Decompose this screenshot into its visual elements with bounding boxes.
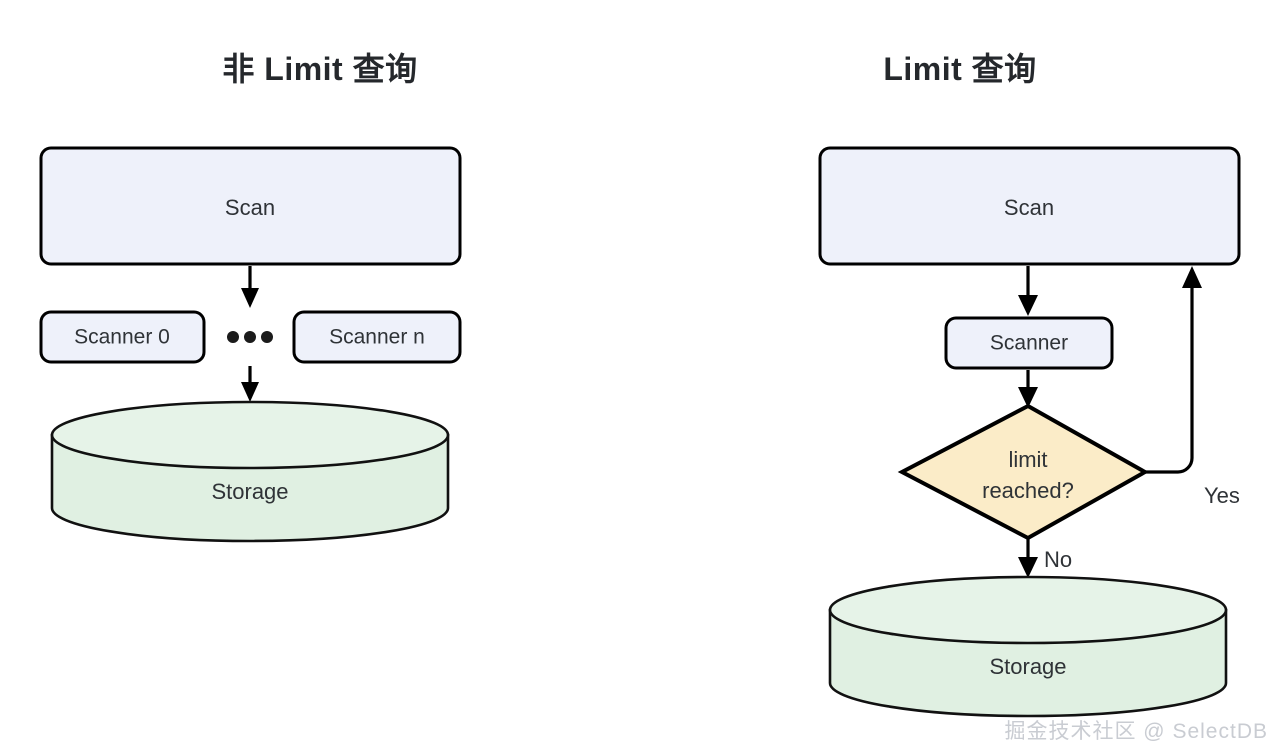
edge-label-no: No — [1044, 547, 1072, 572]
node-storage-right: Storage — [828, 575, 1228, 718]
storage-cylinder-top — [828, 575, 1228, 645]
scanner-n-label: Scanner n — [329, 326, 425, 349]
node-scan-left: Scan — [39, 146, 462, 266]
diagram-non-limit: Scan Scanner 0 Scanner n — [39, 146, 462, 543]
scanner-n-shape — [292, 310, 462, 364]
panel-limit-query: Limit 查询 Scan Scanner limit reached? — [640, 0, 1280, 755]
edge-scanner-to-storage-left — [241, 366, 259, 402]
scanner-0-shape — [39, 310, 206, 364]
scanner-label: Scanner — [990, 332, 1068, 355]
scan-box-shape — [818, 146, 1241, 266]
scan-box-label: Scan — [1004, 195, 1054, 220]
scanner-0-label: Scanner 0 — [74, 326, 170, 349]
limit-decision-label-line2: reached? — [982, 478, 1074, 503]
node-scanner-0: Scanner 0 — [39, 310, 206, 364]
node-limit-reached-decision: limit reached? — [897, 403, 1150, 541]
scan-box-shape — [39, 146, 462, 266]
edge-limit-no: No — [1018, 538, 1072, 578]
node-storage-left: Storage — [50, 400, 450, 543]
node-scan-right: Scan — [818, 146, 1241, 266]
storage-label: Storage — [989, 654, 1066, 679]
storage-label: Storage — [211, 479, 288, 504]
scan-box-label: Scan — [225, 195, 275, 220]
watermark: 掘金技术社区 @ SelectDB — [1004, 720, 1268, 743]
panel-title-non-limit: 非 Limit 查询 — [222, 51, 418, 87]
edge-scanner-to-limit — [1018, 370, 1038, 408]
ellipsis-dots-icon — [227, 331, 273, 343]
storage-cylinder-top — [50, 400, 450, 470]
edge-limit-yes-loop: Yes — [1145, 266, 1240, 508]
panel-title-limit: Limit 查询 — [883, 51, 1037, 87]
limit-decision-shape — [897, 403, 1150, 541]
node-scanner-n: Scanner n — [292, 310, 462, 364]
edge-label-yes: Yes — [1204, 483, 1240, 508]
node-scanner-right: Scanner — [944, 316, 1114, 370]
scanner-shape — [944, 316, 1114, 370]
panel-non-limit-query: 非 Limit 查询 Scan Scanner 0 Scanner n — [39, 51, 462, 543]
edge-scan-to-scanner-left — [241, 266, 259, 308]
edge-scan-to-scanner-right — [1018, 266, 1038, 316]
limit-decision-label-line1: limit — [1008, 447, 1047, 472]
diagram-limit: Scan Scanner limit reached? Yes — [818, 146, 1241, 718]
